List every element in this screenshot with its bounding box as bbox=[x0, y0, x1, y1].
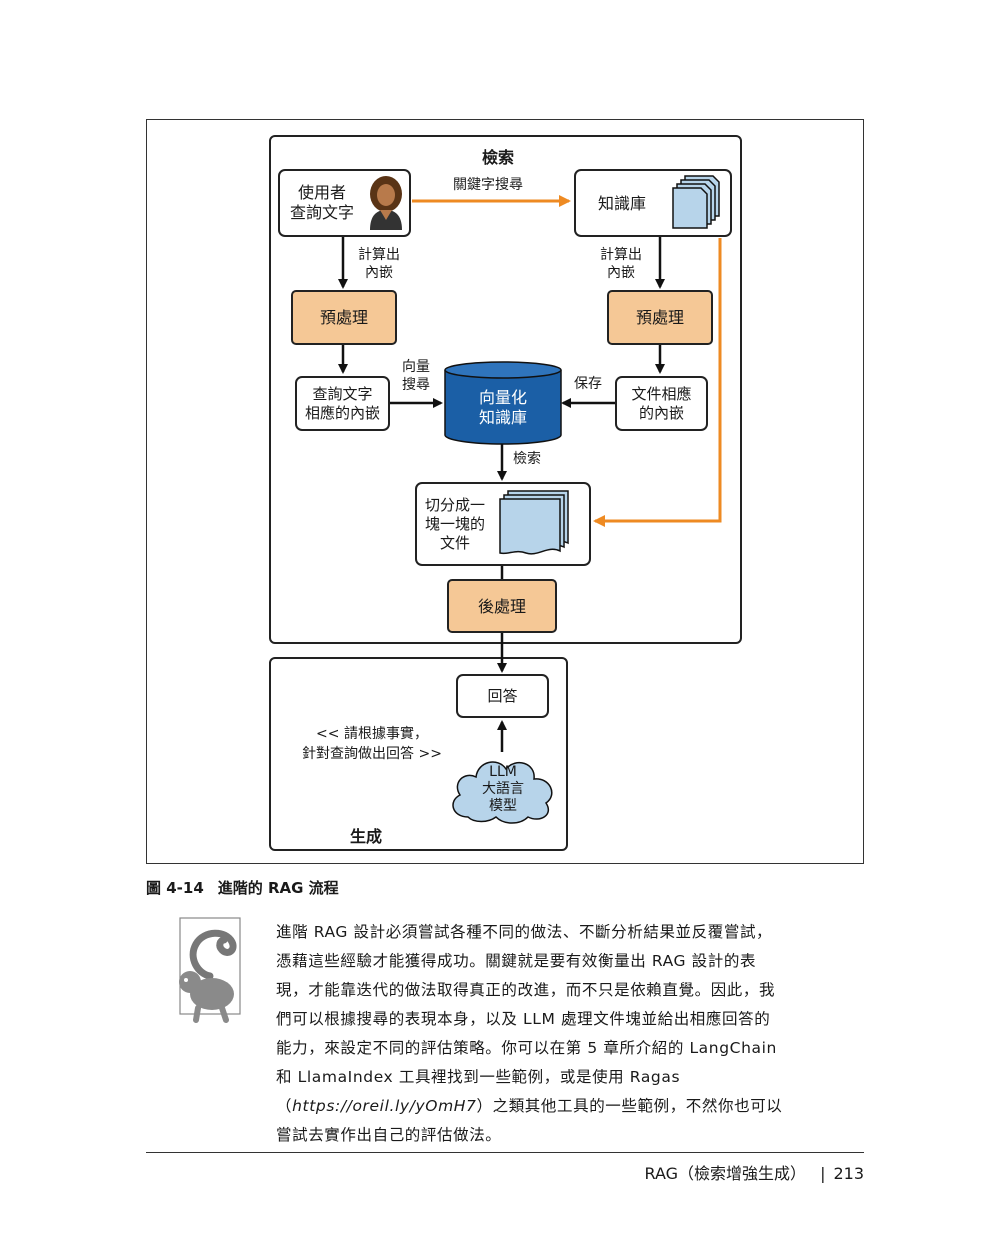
page-number: 213 bbox=[833, 1164, 864, 1183]
document-stack-icon bbox=[672, 175, 720, 229]
note-text-before-url: 進階 RAG 設計必須嘗試各種不同的做法、不斷分析結果並反覆嘗試，憑藉這些經驗才… bbox=[276, 923, 777, 1115]
note-text-after-url: ）之類其他工具的一些範例，不然你也可以嘗試去實作出自己的評估做法。 bbox=[276, 1097, 783, 1144]
prompt-label: << 請根據事實， 針對查詢做出回答 >> bbox=[302, 726, 442, 762]
embed-left-label: 計算出 內嵌 bbox=[358, 247, 400, 281]
figure-frame bbox=[146, 119, 864, 864]
preprocess-right-node: 預處理 bbox=[607, 290, 713, 345]
retrieve-label: 檢索 bbox=[513, 451, 541, 467]
lemur-icon bbox=[179, 917, 241, 1023]
note-paragraph: 進階 RAG 設計必須嘗試各種不同的做法、不斷分析結果並反覆嘗試，憑藉這些經驗才… bbox=[276, 918, 786, 1150]
preprocess-right-label: 預處理 bbox=[635, 308, 684, 327]
preprocess-left-label: 預處理 bbox=[319, 308, 368, 327]
caption-title: 進階的 RAG 流程 bbox=[217, 879, 339, 897]
vector-database-icon bbox=[444, 361, 562, 445]
footer-rule bbox=[146, 1152, 864, 1153]
user-person-icon bbox=[370, 176, 402, 230]
page-footer: RAG（檢索增強生成） | 213 bbox=[645, 1160, 864, 1184]
postprocess-node: 後處理 bbox=[447, 579, 557, 633]
postprocess-label: 後處理 bbox=[477, 596, 526, 616]
figure-caption: 圖 4-14 進階的 RAG 流程 bbox=[146, 877, 339, 898]
user-query-label: 使用者 查詢文字 bbox=[290, 183, 355, 222]
vector-search-label: 向量 搜尋 bbox=[402, 359, 430, 393]
answer-label: 回答 bbox=[487, 686, 518, 705]
embed-right-label: 計算出 內嵌 bbox=[600, 247, 642, 281]
answer-node: 回答 bbox=[456, 674, 549, 718]
knowledge-base-label: 知識庫 bbox=[598, 193, 647, 213]
preprocess-left-node: 預處理 bbox=[291, 290, 397, 345]
doc-embedding-node: 文件相應 的內嵌 bbox=[615, 376, 708, 431]
llm-cloud-icon bbox=[452, 761, 553, 824]
query-embedding-node: 查詢文字 相應的內嵌 bbox=[295, 376, 390, 431]
vector-kb-label: 向量化 知識庫 bbox=[478, 388, 527, 427]
keyword-search-label: 關鍵字搜尋 bbox=[453, 177, 523, 193]
note-url[interactable]: https://oreil.ly/yOmH7 bbox=[292, 1097, 477, 1115]
chunked-docs-label: 切分成一 塊一塊的 文件 bbox=[425, 495, 486, 552]
caption-number: 圖 4-14 bbox=[146, 879, 204, 897]
query-embedding-label: 查詢文字 相應的內嵌 bbox=[304, 384, 380, 422]
footer-separator: | bbox=[820, 1164, 826, 1183]
retrieval-title: 檢索 bbox=[482, 148, 515, 167]
doc-embedding-label: 文件相應 的內嵌 bbox=[631, 384, 692, 422]
llm-label: LLM 大語言 模型 bbox=[482, 764, 524, 814]
generation-title: 生成 bbox=[350, 827, 383, 846]
footer-section: RAG（檢索增強生成） bbox=[644, 1164, 807, 1183]
chunked-documents-icon bbox=[499, 490, 569, 555]
save-label: 保存 bbox=[574, 376, 602, 392]
